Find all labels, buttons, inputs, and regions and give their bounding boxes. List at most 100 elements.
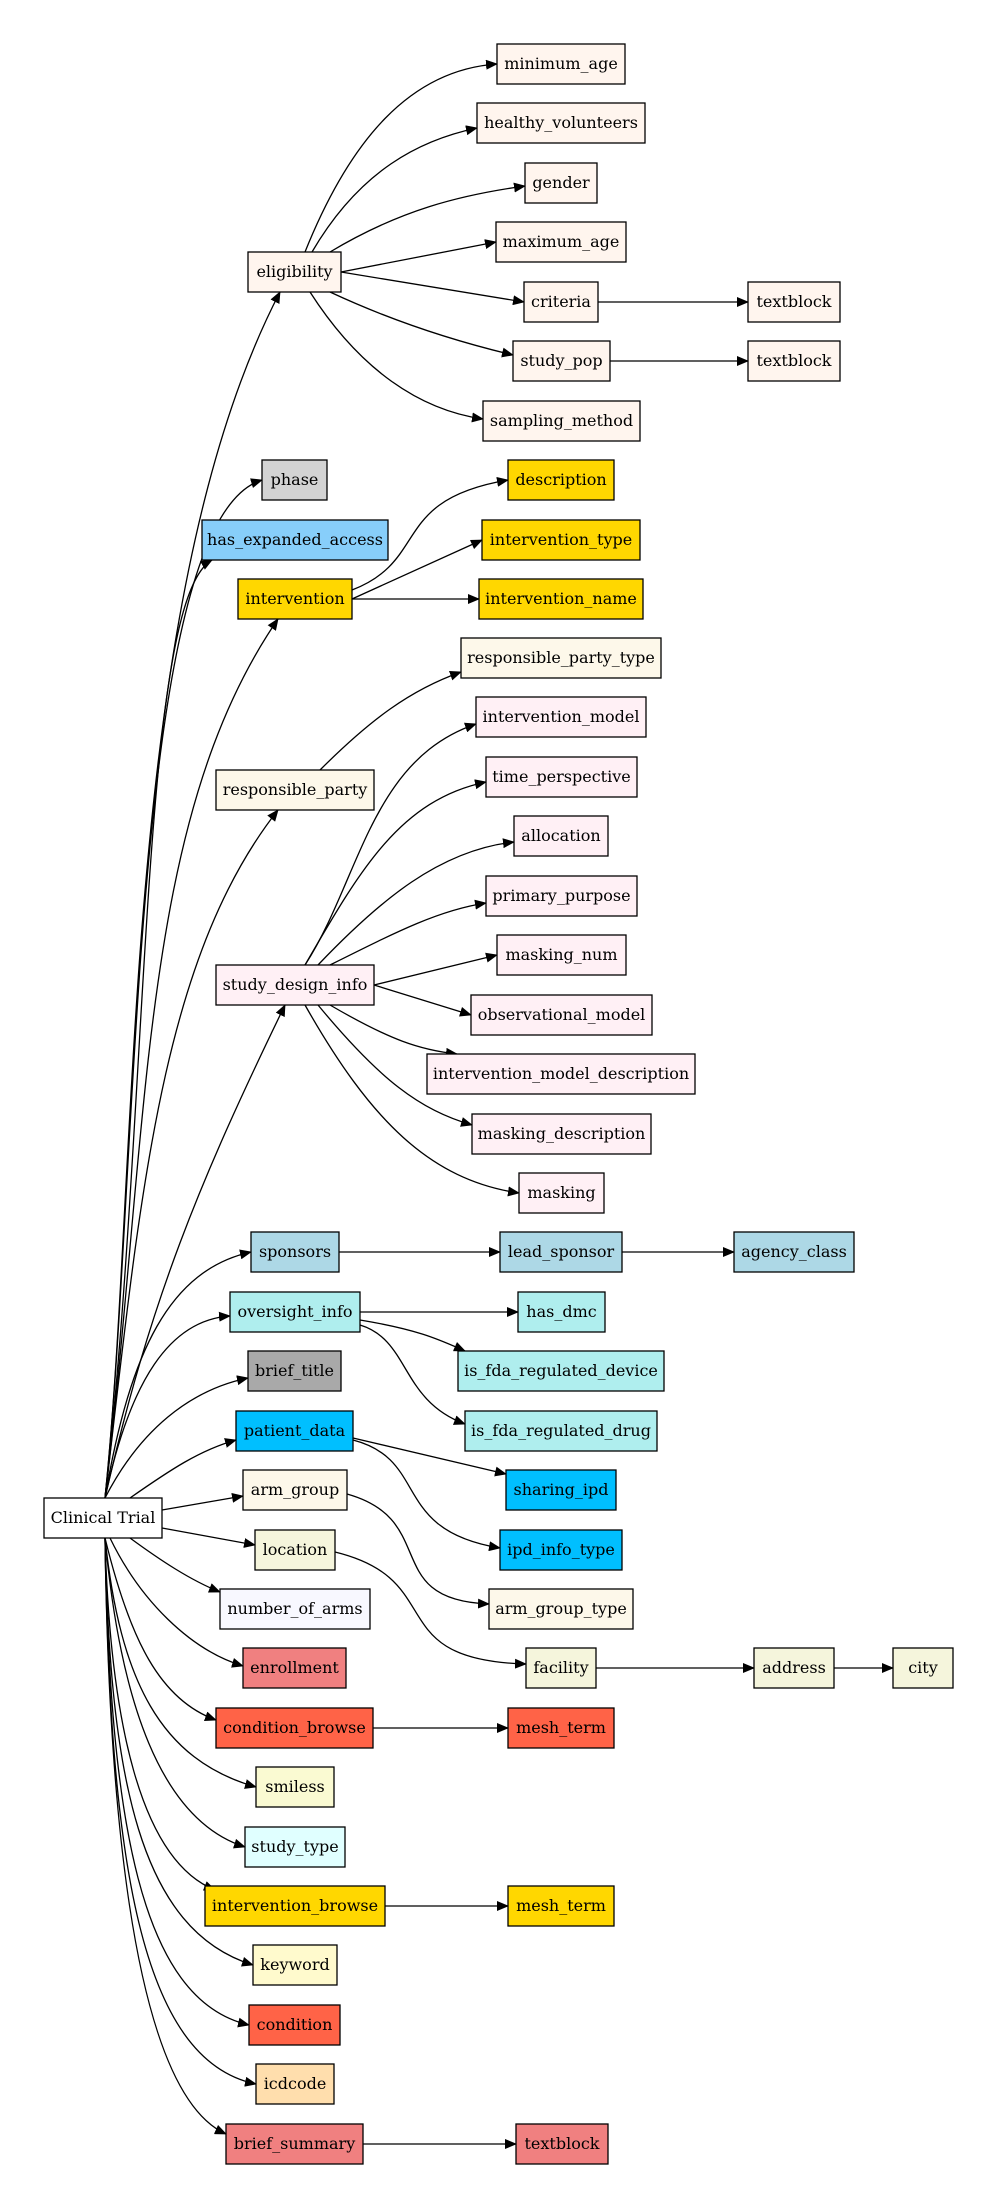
edge-arrow — [104, 1537, 227, 2135]
node-box — [507, 1707, 615, 1749]
node-eligibility: eligibility — [247, 251, 342, 293]
node-label: address — [762, 1658, 826, 1677]
node-box — [481, 519, 641, 561]
edge-clinical_trial-to-brief_title — [104, 1375, 249, 1499]
node-label: smiless — [265, 1777, 325, 1796]
edge-clinical_trial-to-has_expanded_access — [104, 559, 213, 1499]
node-label: observational_model — [478, 1005, 646, 1024]
edge-clinical_trial-to-responsible_party — [104, 809, 279, 1499]
node-oversight-info: oversight_info — [229, 1291, 361, 1333]
edge-study_design_info-to-time_perspective — [304, 779, 487, 966]
node-intervention-model: intervention_model — [475, 696, 647, 738]
node-intervention: intervention — [237, 578, 353, 620]
edge-arrow — [334, 1551, 527, 1669]
node-label: enrollment — [250, 1658, 339, 1677]
node-box — [254, 1529, 336, 1571]
node-label: allocation — [521, 826, 600, 845]
node-label: primary_purpose — [492, 886, 630, 905]
edge-arrow — [104, 1537, 246, 1849]
edge-arrow — [104, 1537, 216, 1891]
node-label: keyword — [260, 1955, 329, 1974]
node-box — [250, 1231, 340, 1273]
node-intervention-name: intervention_name — [478, 578, 644, 620]
node-label: phase — [271, 470, 319, 489]
edge-arrow — [104, 1004, 286, 1499]
node-box — [219, 1588, 371, 1630]
edge-arrow — [161, 1492, 244, 1511]
node-ipd-info-type: ipd_info_type — [499, 1529, 623, 1571]
edge-study_design_info-to-intervention_model_description — [329, 1004, 458, 1058]
edge-clinical_trial-to-enrollment — [109, 1537, 244, 1668]
node-label: maximum_age — [503, 232, 620, 251]
edge-arm_group-to-arm_group_type — [346, 1493, 490, 1609]
node-label: time_perspective — [492, 767, 630, 786]
node-label: is_fda_regulated_drug — [471, 1421, 651, 1440]
node-intervention-type: intervention_type — [481, 519, 641, 561]
node-time-perspective: time_perspective — [485, 756, 638, 798]
node-maximum-age: maximum_age — [495, 221, 627, 263]
edge-arrow — [346, 1493, 490, 1609]
node-patient-data: patient_data — [235, 1410, 354, 1452]
node-label: intervention — [245, 589, 344, 608]
node-box — [485, 875, 638, 917]
edge-arrow — [311, 125, 478, 253]
node-box — [499, 1529, 623, 1571]
node-box — [457, 1350, 665, 1392]
edge-arrow — [373, 984, 472, 1017]
edge-clinical_trial-to-sponsors — [104, 1249, 252, 1499]
node-responsible-party-type: responsible_party_type — [460, 637, 662, 679]
edge-arrow — [104, 1537, 217, 1721]
node-label: mesh_term — [516, 1718, 606, 1737]
node-label: brief_title — [255, 1361, 334, 1380]
node-box — [201, 519, 389, 561]
node-brief-summary: brief_summary — [225, 2123, 364, 2165]
edge-arrow — [317, 838, 515, 966]
node-box — [255, 2063, 335, 2105]
edge-study_design_info-to-masking_description — [317, 1004, 473, 1127]
edge-arrow — [329, 1004, 458, 1058]
node-box — [248, 2004, 341, 2046]
edge-arrow — [329, 182, 526, 253]
node-masking-num: masking_num — [496, 934, 627, 976]
node-label: number_of_arms — [227, 1599, 362, 1618]
edge-clinical_trial-to-study_type — [104, 1537, 246, 1849]
edge-layer — [104, 59, 894, 2149]
node-masking: masking — [518, 1172, 605, 1214]
edge-clinical_trial-to-condition_browse — [104, 1537, 217, 1721]
node-label: condition — [257, 2015, 333, 2034]
node-box — [525, 1647, 597, 1689]
node-label: masking_description — [478, 1124, 646, 1143]
node-box — [513, 815, 609, 857]
node-agency-class: agency_class — [733, 1231, 855, 1273]
node-keyword: keyword — [252, 1944, 338, 1986]
node-phase: phase — [261, 459, 328, 501]
node-gender: gender — [524, 162, 598, 204]
edge-clinical_trial-to-location — [161, 1527, 256, 1548]
node-primary-purpose: primary_purpose — [485, 875, 638, 917]
node-description: description — [507, 459, 615, 501]
edge-arrow — [359, 1324, 466, 1425]
node-label: study_type — [251, 1837, 338, 1856]
node-arm-group-type: arm_group_type — [488, 1588, 634, 1630]
node-intervention-browse-mesh-term: mesh_term — [507, 1885, 615, 1927]
node-box — [215, 1707, 374, 1749]
edge-arrow — [304, 722, 477, 966]
node-label: has_expanded_access — [207, 530, 383, 549]
node-box — [215, 964, 375, 1006]
node-box — [225, 2123, 364, 2165]
node-is-fda-regulated-device: is_fda_regulated_device — [457, 1350, 665, 1392]
node-box — [229, 1291, 361, 1333]
node-label: responsible_party_type — [467, 648, 655, 667]
edge-arrow — [161, 1527, 256, 1548]
node-box — [247, 1350, 342, 1392]
node-box — [496, 934, 627, 976]
node-facility: facility — [525, 1647, 597, 1689]
node-label: sampling_method — [490, 411, 633, 430]
edge-clinical_trial-to-study_design_info — [104, 1004, 286, 1499]
edge-arrow — [104, 1537, 257, 1789]
node-label: responsible_party — [223, 780, 368, 799]
edge-arrow — [104, 618, 279, 1499]
node-box — [482, 400, 641, 442]
node-masking-description: masking_description — [471, 1113, 652, 1155]
